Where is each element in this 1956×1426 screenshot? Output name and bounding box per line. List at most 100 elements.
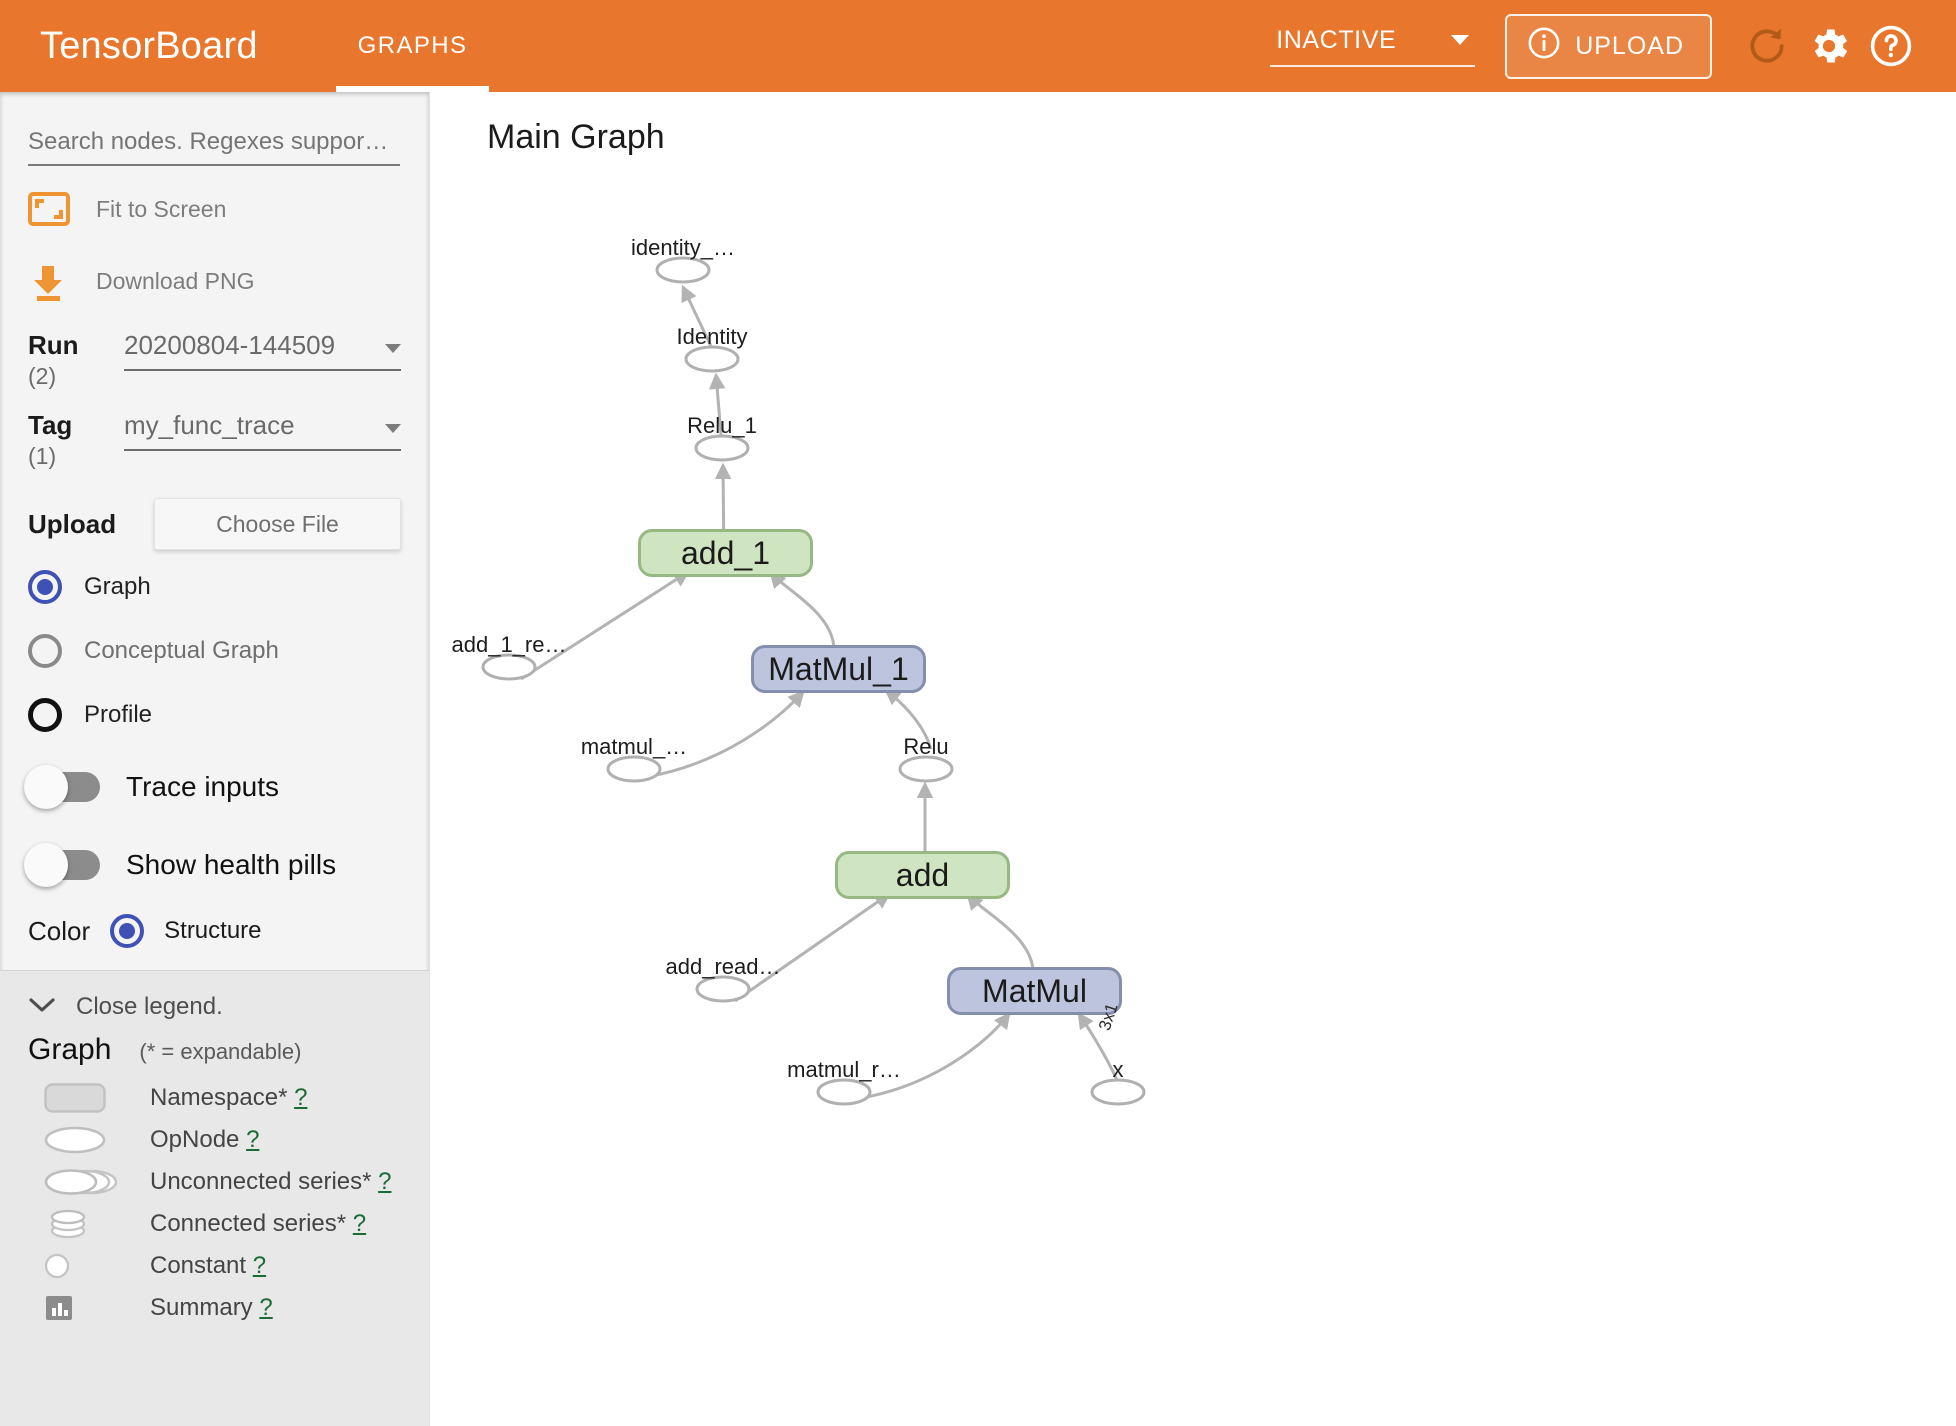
legend-header: Graph (* = expandable) [28,1033,401,1067]
help-link[interactable]: ? [352,1210,367,1237]
legend-item-opnode-label: OpNode ? [150,1126,260,1153]
radio-graph-label: Graph [84,573,151,600]
radio-color-structure-label: Structure [164,917,262,944]
tab-graphs[interactable]: GRAPHS [335,0,490,92]
graph-canvas[interactable]: Main Graph [431,92,1956,1426]
opnode-swatch-icon [28,1125,120,1155]
node-add_1_read [481,653,537,681]
namespace-swatch-icon [28,1083,120,1113]
download-png-button[interactable]: Download PNG [28,252,401,310]
legend-note: (* = expandable) [139,1039,302,1064]
radio-profile-indicator [28,698,62,732]
search-field-wrapper [28,92,401,166]
brand-title: TensorBoard [40,24,258,67]
upload-button-label: UPLOAD [1575,31,1684,60]
node-label-Relu[interactable]: Relu [903,734,949,759]
upload-label-group: Upload [28,509,124,540]
node-label-Relu_1[interactable]: Relu_1 [687,413,757,438]
toggle-show-health-pills[interactable]: Show health pills [24,832,401,898]
run-status-dropdown[interactable]: INACTIVE [1270,25,1476,67]
node-Relu [898,755,954,783]
legend-item-summary: Summary ? [28,1287,401,1329]
chevron-down-icon [1451,35,1470,45]
choose-file-label: Choose File [216,510,339,537]
node-matmul_read_1 [606,755,662,783]
connected-series-swatch-icon [28,1208,120,1240]
node-label-matmul_read[interactable]: matmul_r… [787,1057,901,1082]
node-label-Identity[interactable]: Identity [676,324,748,349]
radio-profile-label: Profile [84,701,153,728]
chevron-down-icon [28,996,56,1019]
edge-identity-to-identity1 [681,284,718,358]
tag-label-group: Tag (1) [28,410,124,470]
help-link[interactable]: ? [246,1126,260,1153]
legend-title: Graph [28,1033,112,1066]
legend-item-namespace-label: Namespace* ? [150,1084,308,1111]
node-MatMul[interactable]: MatMul [947,967,1122,1015]
legend-item-constant-label: Constant ? [150,1252,267,1279]
color-field: Color Structure [28,914,401,970]
edge-add1read-to-add1 [520,570,691,681]
radio-graph[interactable]: Graph [28,560,401,614]
gear-icon[interactable] [1798,15,1860,77]
chevron-down-icon [385,344,401,353]
node-Relu_1 [694,434,750,462]
help-link[interactable]: ? [378,1168,392,1195]
node-label-add_read[interactable]: add_read… [665,954,781,979]
node-label-identity_1[interactable]: identity_… [631,235,735,260]
upload-button[interactable]: UPLOAD [1505,13,1712,79]
run-field: Run (2) 20200804-144509 [28,330,401,390]
legend-item-opnode: OpNode ? [28,1119,401,1161]
color-label: Color [28,915,91,946]
node-add_1[interactable]: add_1 [638,529,813,577]
node-label-matmul_read_1[interactable]: matmul_… [580,734,688,759]
toggle-trace-inputs-switch [24,765,100,809]
tag-select[interactable]: my_func_trace [124,410,401,451]
edge-matmulread1-to-matmul1 [645,690,805,779]
edge-matmul1-to-add1 [769,571,836,648]
legend-panel: Close legend. Graph (* = expandable) Nam… [0,971,429,1426]
help-link[interactable]: ? [294,1084,308,1111]
tag-select-value: my_func_trace [124,410,295,440]
help-link[interactable]: ? [252,1252,267,1279]
fit-screen-icon [28,192,70,226]
fit-to-screen-button[interactable]: Fit to Screen [28,180,401,238]
tab-bar: GRAPHS [335,0,490,92]
node-Identity [684,345,740,373]
upload-field: Upload Choose File [28,498,401,550]
close-legend-label: Close legend. [76,993,223,1020]
legend-item-constant: Constant ? [28,1245,401,1287]
help-circle-icon[interactable] [1860,15,1922,77]
tag-label: Tag [28,410,73,440]
legend-item-summary-label: Summary ? [150,1294,273,1321]
sidebar-controls: Fit to Screen Download PNG Run (2) 20200… [0,92,429,970]
node-MatMul_1[interactable]: MatMul_1 [751,645,926,693]
node-label-add_1_read[interactable]: add_1_re… [451,632,567,657]
run-status-label: INACTIVE [1276,25,1397,54]
help-link[interactable]: ? [259,1294,273,1321]
toggle-trace-inputs-label: Trace inputs [126,771,280,802]
chevron-down-icon [385,424,401,433]
unconnected-series-swatch-icon [28,1167,120,1197]
choose-file-button[interactable]: Choose File [154,498,401,550]
page-title: Main Graph [487,118,665,156]
node-add[interactable]: add [835,851,1010,899]
radio-profile[interactable]: Profile [28,688,401,742]
radio-conceptual-graph-label: Conceptual Graph [84,637,279,664]
node-x [1090,1078,1146,1106]
node-add_read [695,975,751,1003]
edge-relu-to-matmul1 [884,688,933,750]
close-legend-button[interactable]: Close legend. [28,993,401,1021]
graph-op-nodes [481,256,1146,1106]
radio-conceptual-graph[interactable]: Conceptual Graph [28,624,401,678]
run-select[interactable]: 20200804-144509 [124,330,401,371]
info-circle-icon [1527,26,1561,67]
download-icon [28,264,70,301]
search-input[interactable] [28,128,400,166]
radio-color-structure-indicator[interactable] [110,914,145,948]
node-label-x[interactable]: x [1112,1057,1124,1082]
toggle-trace-inputs[interactable]: Trace inputs [24,754,401,820]
tab-graphs-label: GRAPHS [357,32,468,59]
reload-icon[interactable] [1736,15,1798,77]
tag-count: (1) [28,443,57,469]
